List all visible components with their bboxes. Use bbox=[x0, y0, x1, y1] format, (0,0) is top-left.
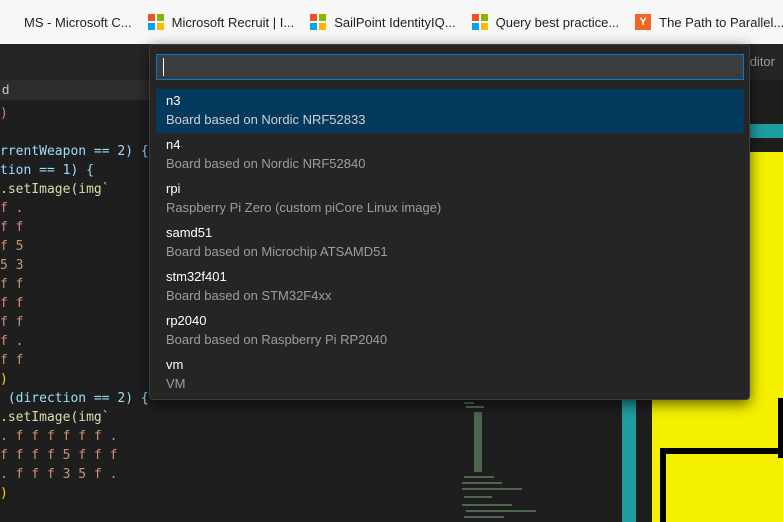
editor-tab-right[interactable]: ditor bbox=[749, 54, 775, 69]
minimap[interactable] bbox=[460, 400, 555, 522]
bookmark-item[interactable]: SailPoint IdentityIQ... bbox=[302, 0, 463, 44]
code-line: ) bbox=[0, 372, 8, 387]
code-line: .setImage(img` bbox=[0, 182, 110, 197]
item-label: vm bbox=[166, 357, 184, 372]
panel-header-strip bbox=[750, 124, 783, 138]
code-line: f f bbox=[0, 220, 24, 235]
code-line: f f bbox=[0, 277, 24, 292]
code-line: f f f f 5 f f f bbox=[0, 448, 118, 463]
item-description: Board based on Raspberry Pi RP2040 bbox=[166, 332, 388, 347]
item-description: VM bbox=[166, 376, 186, 391]
bookmark-label: MS - Microsoft C... bbox=[24, 14, 132, 30]
item-label: n4 bbox=[166, 137, 181, 152]
item-label: rpi bbox=[166, 181, 181, 196]
code-line: f . bbox=[0, 334, 24, 349]
item-description: Board based on Nordic NRF52840 bbox=[166, 156, 366, 171]
item-label: stm32f401 bbox=[166, 269, 227, 284]
game-wall bbox=[660, 448, 783, 522]
bookmark-label: Query best practice... bbox=[495, 14, 620, 30]
bookmark-item[interactable]: Microsoft Recruit | I... bbox=[140, 0, 303, 44]
code-line: . f f f f f f . bbox=[0, 429, 118, 444]
code-line: tion == 1) { bbox=[0, 163, 94, 178]
code-line: f . bbox=[0, 201, 24, 216]
game-wall bbox=[778, 398, 783, 458]
code-line: f f bbox=[0, 296, 24, 311]
item-label: n3 bbox=[166, 93, 181, 108]
code-line: f f bbox=[0, 353, 24, 368]
item-label: samd51 bbox=[166, 225, 213, 240]
code-line: f 5 bbox=[0, 239, 24, 254]
bookmark-item[interactable]: Query best practice... bbox=[464, 0, 628, 44]
bookmark-label: Microsoft Recruit | I... bbox=[171, 14, 295, 30]
bookmark-label: The Path to Parallel... bbox=[659, 14, 783, 30]
code-line: .setImage(img` bbox=[0, 410, 110, 425]
bookmark-item[interactable]: Y The Path to Parallel... bbox=[627, 0, 783, 44]
bookmark-item[interactable]: MS - Microsoft C... bbox=[0, 0, 140, 44]
code-line: . f f f 3 5 f . bbox=[0, 467, 118, 482]
code-line: rrentWeapon == 2) { bbox=[0, 144, 149, 159]
item-description: Raspberry Pi Zero (custom piCore Linux i… bbox=[166, 200, 442, 215]
bookmarks-bar: MS - Microsoft C... Microsoft Recruit | I… bbox=[0, 0, 783, 44]
quick-pick-input[interactable] bbox=[156, 54, 744, 80]
code-line: ) bbox=[0, 486, 8, 501]
bookmark-label: SailPoint IdentityIQ... bbox=[334, 14, 456, 30]
item-description: Board based on STM32F4xx bbox=[166, 288, 332, 303]
ycombinator-icon: Y bbox=[635, 14, 652, 30]
item-description: Board based on Nordic NRF52833 bbox=[166, 112, 366, 127]
item-label: rp2040 bbox=[166, 313, 207, 328]
editor-tab[interactable]: d bbox=[0, 80, 160, 100]
item-description: Board based on Microchip ATSAMD51 bbox=[166, 244, 388, 259]
code-line: ) bbox=[0, 106, 8, 121]
code-line: f f bbox=[0, 315, 24, 330]
microsoft-icon bbox=[147, 14, 164, 30]
microsoft-icon bbox=[471, 14, 488, 30]
code-line: (direction == 2) { bbox=[0, 391, 149, 406]
code-line: 5 3 bbox=[0, 258, 24, 273]
microsoft-icon bbox=[310, 14, 327, 30]
text-caret bbox=[163, 58, 164, 76]
side-panel-strip bbox=[622, 400, 636, 522]
